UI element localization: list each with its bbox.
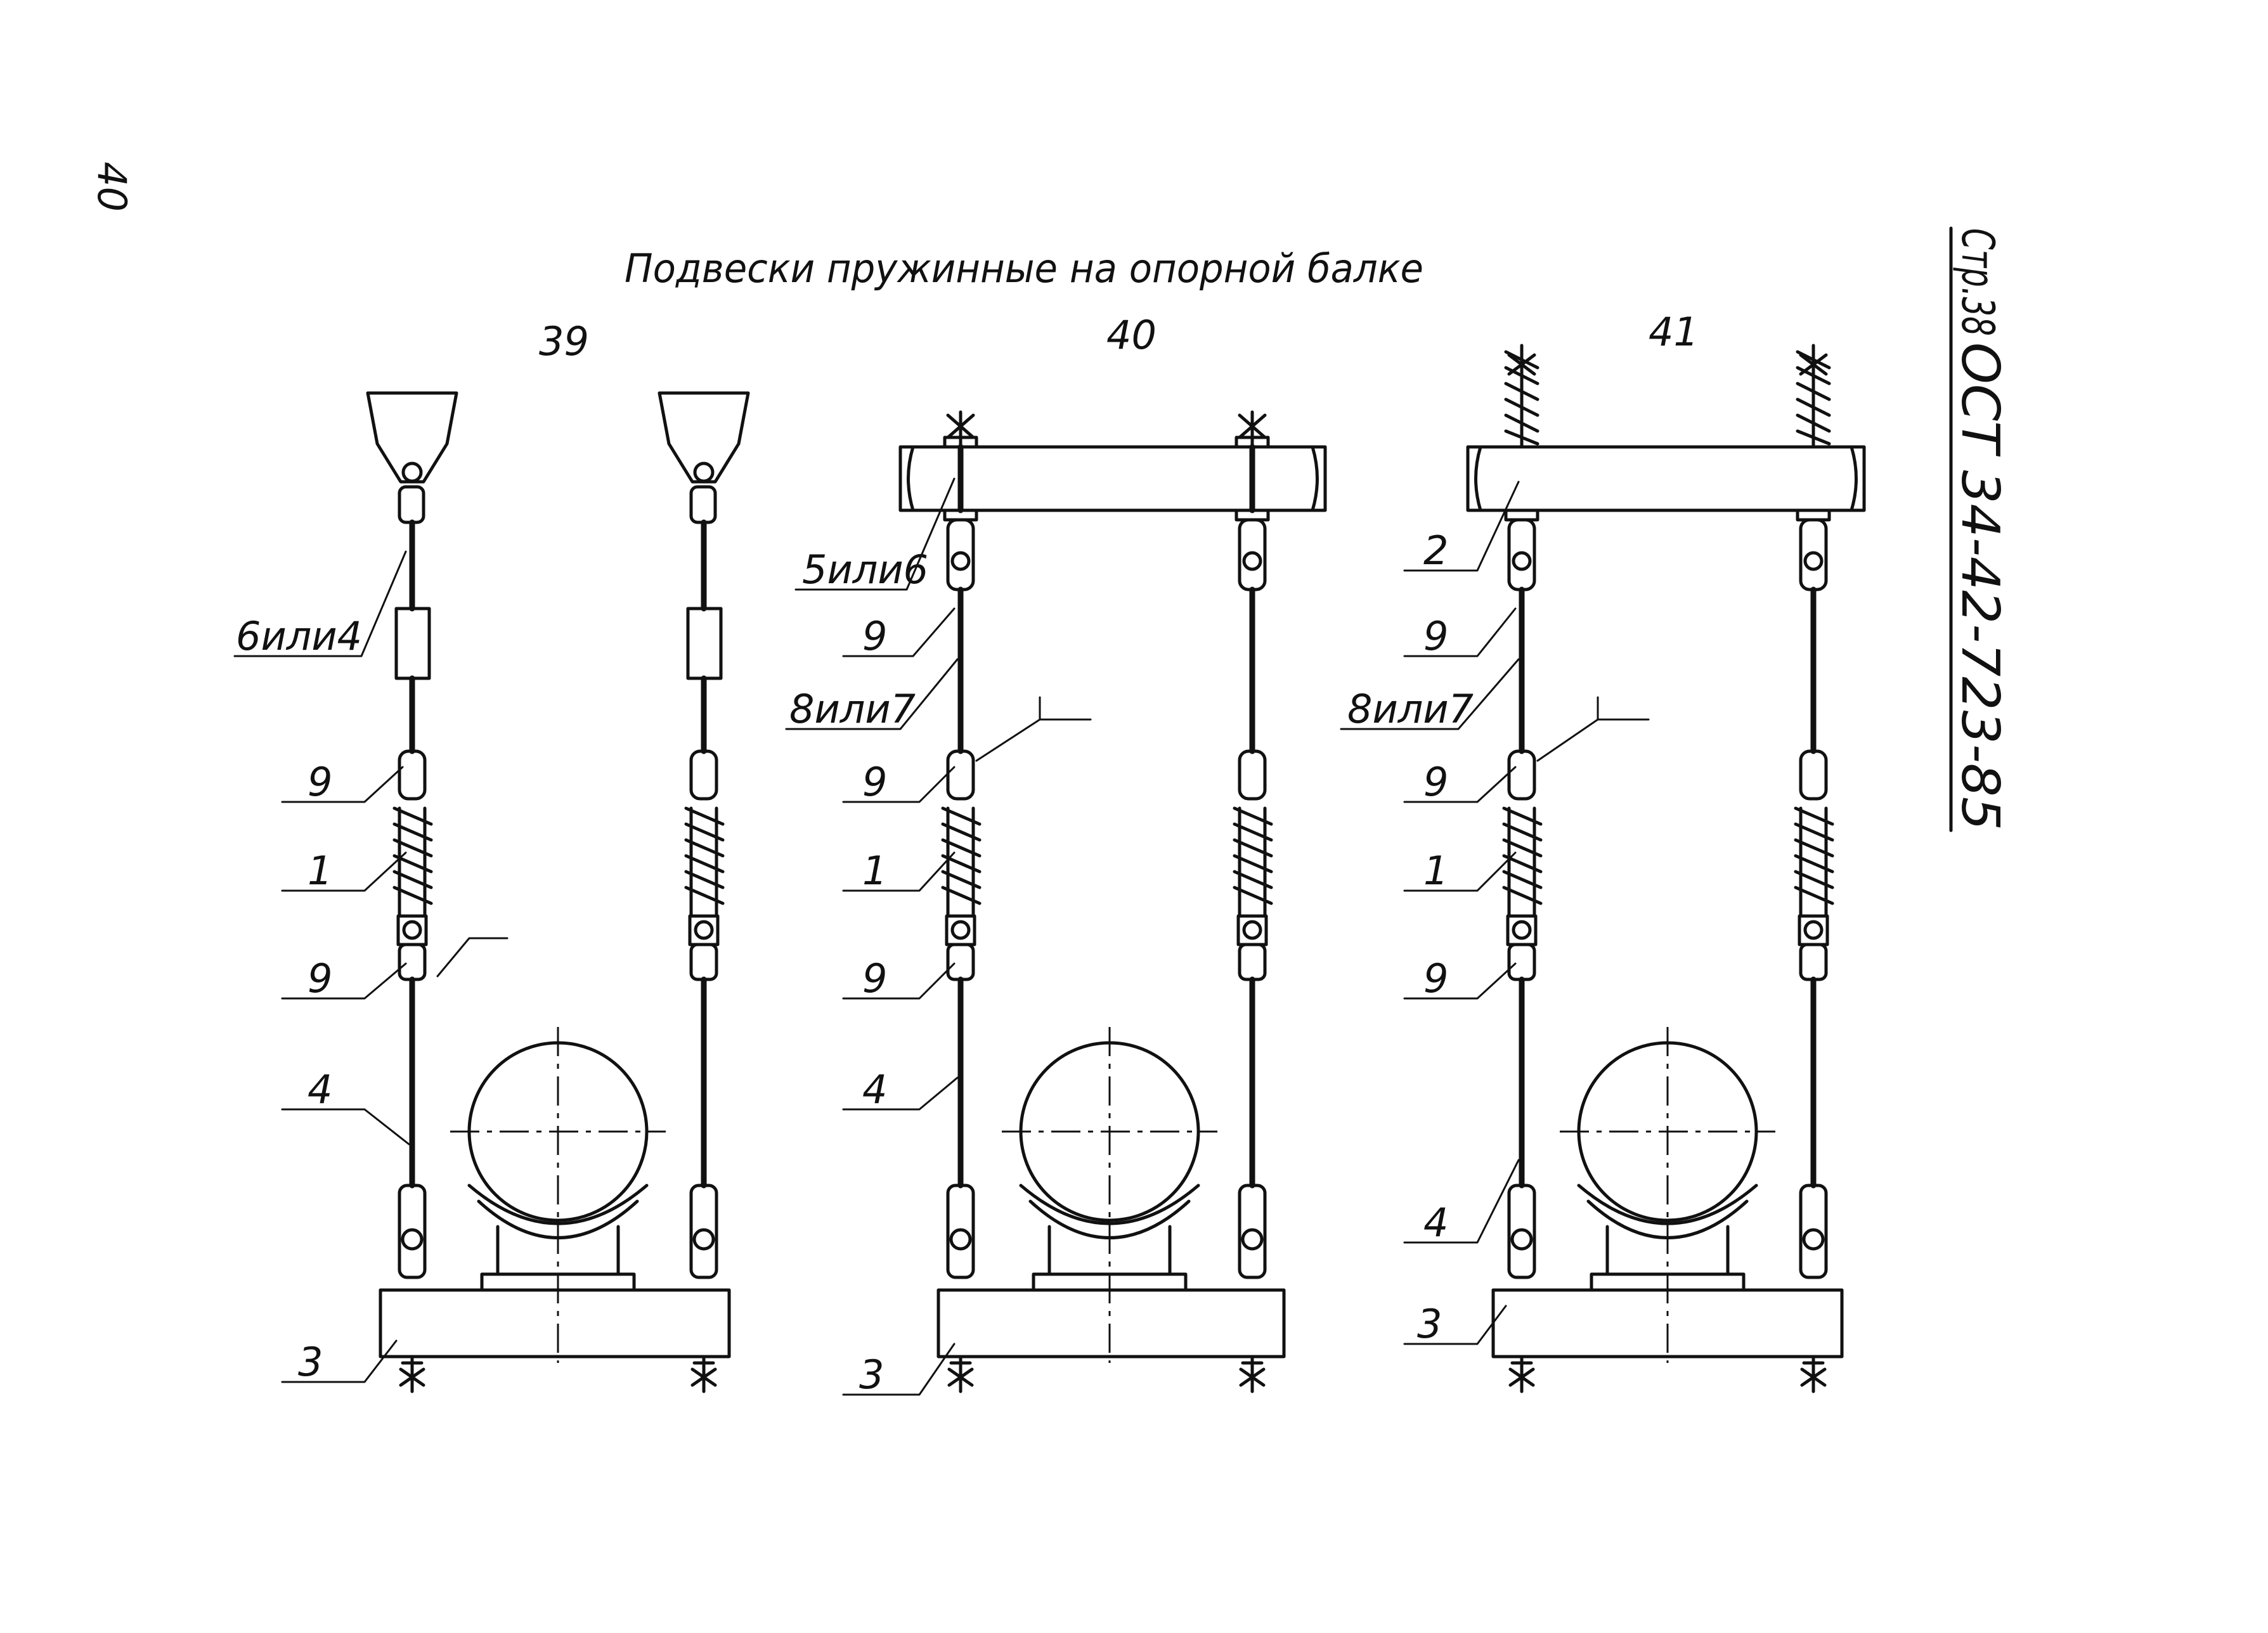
- hanger-left: [941, 410, 982, 1279]
- hanger-left: [366, 391, 458, 1279]
- callout-label: 3: [298, 1339, 323, 1385]
- hanger-left: [1502, 344, 1543, 1279]
- document-code: ОСТ 34-42-723-85: [1950, 342, 2010, 830]
- variant-41: 41: [1340, 309, 1866, 1393]
- overhead-beam: [898, 445, 1327, 512]
- callout-label: 2: [1423, 527, 1448, 574]
- leader-lines: [1340, 481, 1650, 1345]
- callout-label: 9: [862, 613, 887, 659]
- callout-label: 6или4: [236, 613, 362, 659]
- variant-40: 40: [785, 312, 1327, 1398]
- hanger-right: [1233, 410, 1273, 1279]
- callout-label: 8или7: [1347, 686, 1474, 732]
- callout-label: 8или7: [789, 686, 916, 732]
- overhead-beam: [1466, 445, 1866, 512]
- variant-number: 39: [539, 318, 589, 365]
- callout-label: 3: [859, 1352, 884, 1398]
- callout-label: 9: [862, 955, 887, 1002]
- page-number: 40: [89, 162, 135, 212]
- callout-label: 1: [308, 848, 332, 894]
- callout-label: 4: [862, 1066, 887, 1113]
- callout-label: 9: [862, 759, 887, 805]
- hanger-right: [1794, 344, 1834, 1279]
- callout-label: 3: [1417, 1301, 1442, 1347]
- callout-label: 4: [308, 1066, 332, 1113]
- callout-label: 9: [1423, 613, 1448, 659]
- callout-label: 1: [1423, 848, 1448, 894]
- callout-label: 4: [1423, 1199, 1448, 1246]
- callout-label: 5или6: [802, 546, 928, 593]
- drawing-title: Подвески пружинные на опорной балке: [625, 245, 1423, 292]
- hanger-right: [658, 391, 750, 1279]
- pipe-assembly: [936, 1027, 1286, 1393]
- callout-label: 9: [308, 759, 332, 805]
- leader-lines: [785, 477, 1092, 1396]
- callout-label: 9: [1423, 955, 1448, 1002]
- callout-label: 9: [1423, 759, 1448, 805]
- variant-number: 40: [1106, 312, 1157, 358]
- pipe-assembly: [379, 1027, 731, 1393]
- variant-number: 41: [1649, 309, 1699, 355]
- variant-39: 39: [233, 318, 750, 1393]
- document-stamp: Стр.38 ОСТ 34-42-723-85: [1949, 226, 2010, 832]
- leader-lines: [233, 550, 509, 1383]
- pipe-assembly: [1491, 1027, 1844, 1393]
- callout-label: 9: [308, 955, 332, 1002]
- callout-label: 1: [862, 848, 887, 894]
- page-reference: Стр.38: [1952, 228, 2004, 336]
